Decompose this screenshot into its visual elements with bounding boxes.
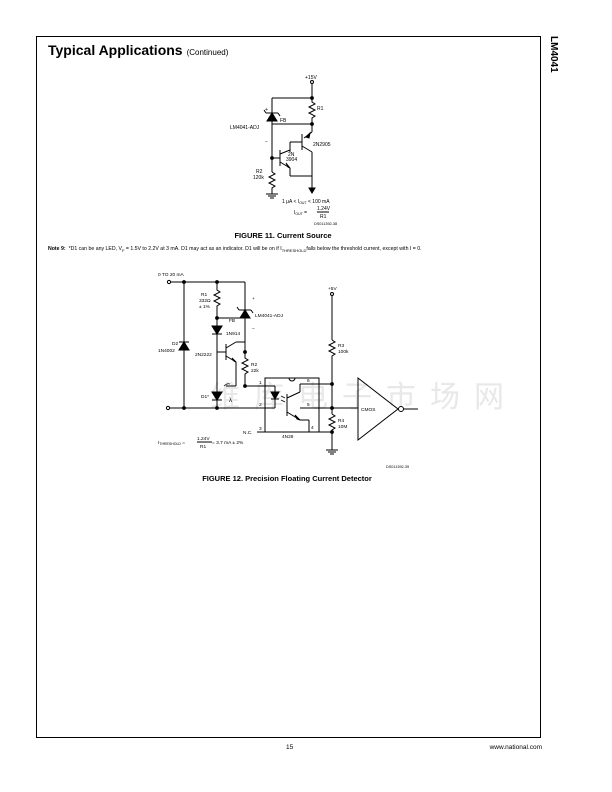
fig12-r2-label-2: 22k bbox=[251, 368, 259, 374]
fig11-frac-num: 1.24V bbox=[317, 206, 331, 212]
fig11-fb-label: FB bbox=[280, 118, 287, 124]
fig12-q-label: 2N2222 bbox=[195, 352, 212, 358]
fig12-frac-num: 1.24V bbox=[197, 436, 210, 442]
fig12-plus-label: + bbox=[252, 297, 255, 302]
page-frame bbox=[36, 36, 541, 738]
fig12-input-label: 0 TO 20 mA bbox=[158, 272, 184, 278]
fig11-minus-label: − bbox=[265, 139, 268, 145]
fig12-r1-label-2: 332Ω bbox=[199, 298, 211, 304]
fig12-pin6: 6 bbox=[307, 378, 310, 384]
fig12-r4-label-2: 10M bbox=[338, 424, 347, 430]
fig12-pin1: 1 bbox=[259, 380, 262, 386]
fig11-plus-label: + bbox=[265, 107, 268, 113]
fig12-nc-label: N.C. bbox=[243, 430, 253, 436]
fig12-pin5: 5 bbox=[307, 402, 310, 408]
footer-website-link[interactable]: www.national.com bbox=[489, 744, 542, 751]
fig12-pin3: 3 bbox=[259, 426, 262, 432]
fig12-diode-label: 1N914 bbox=[226, 331, 240, 337]
fig11-q1-label: 2N2905 bbox=[313, 142, 331, 148]
fig11-frac-den: R1 bbox=[320, 214, 327, 220]
fig12-device-label: LM4041-ADJ bbox=[255, 313, 284, 319]
fig12-fb-label: FB bbox=[229, 318, 235, 324]
fig12-ithr-formula: ITHRESHOLD = bbox=[158, 440, 185, 446]
fig11-supply-label: +15V bbox=[305, 75, 317, 81]
fig12-r3-label-1: R3 bbox=[338, 343, 344, 349]
fig12-r1-label-1: R1 bbox=[201, 292, 207, 298]
fig11-iout-formula: IOUT = bbox=[294, 210, 307, 216]
fig12-d2-label: D2 bbox=[172, 341, 178, 347]
fig11-r2-label-2: 120k bbox=[253, 175, 264, 181]
figure-12-caption: FIGURE 12. Precision Floating Current De… bbox=[202, 474, 372, 483]
note-label: Note 9: bbox=[48, 246, 66, 252]
fig11-q2-label-2: 3904 bbox=[286, 157, 297, 163]
fig11-r1-label: R1 bbox=[317, 106, 324, 112]
fig12-supply-label: +5V bbox=[328, 286, 337, 292]
fig12-cmos-label: CMOS bbox=[361, 407, 375, 413]
page-number: 15 bbox=[286, 744, 294, 751]
fig11-doc-id: DS011392-38 bbox=[314, 222, 337, 226]
fig12-d1-label: D1* bbox=[201, 394, 209, 400]
fig12-pin4: 4 bbox=[311, 425, 314, 431]
fig12-doc-id: DS011392-39 bbox=[386, 465, 409, 469]
fig12-r2-label-1: R2 bbox=[251, 362, 257, 368]
fig12-pin2: 2 bbox=[259, 402, 262, 408]
fig12-lambda: λ bbox=[229, 398, 232, 404]
continued-label: (Continued) bbox=[186, 48, 229, 57]
fig11-range-text: 1 μA < IOUT < 100 mA bbox=[282, 199, 330, 205]
section-title: Typical Applications(Continued) bbox=[48, 42, 229, 58]
fig11-r2-label-1: R2 bbox=[256, 169, 263, 175]
fig12-result: = 3.7 mA ± 2% bbox=[212, 440, 244, 446]
fig11-q2-label-1: 2N bbox=[288, 152, 295, 158]
fig12-r4-label-1: R4 bbox=[338, 418, 344, 424]
figure-11-caption: FIGURE 11. Current Source bbox=[234, 231, 332, 240]
fig12-opto-label: 4N28 bbox=[282, 434, 294, 440]
fig12-minus-label: − bbox=[252, 327, 255, 332]
fig11-device-label: LM4041-ADJ bbox=[230, 125, 260, 131]
fig12-r3-label-2: 100k bbox=[338, 349, 349, 355]
fig12-frac-den: R1 bbox=[200, 444, 206, 450]
note-9: Note 9:*D1 can be any LED, VF = 1.5V to … bbox=[48, 246, 422, 254]
fig12-d2-part: 1N4002 bbox=[158, 348, 175, 354]
fig12-r1-label-3: ± 1% bbox=[199, 304, 211, 310]
